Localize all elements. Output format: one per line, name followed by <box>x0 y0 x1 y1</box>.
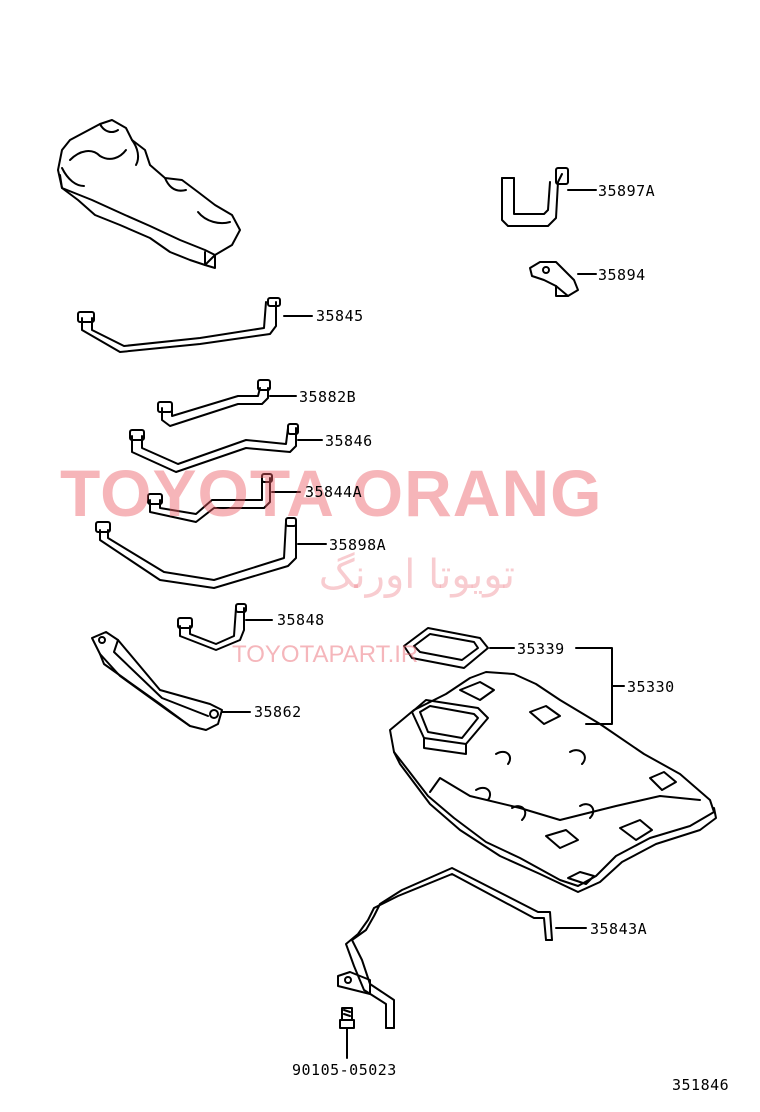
watermark-website: TOYOTAPART.IR <box>232 641 419 668</box>
pipe-35898a-drawing <box>95 517 327 589</box>
clip-35894-drawing <box>529 261 597 297</box>
watermark-brand-latin: TOYOTA ORANG <box>60 456 603 530</box>
part-label-35862[interactable]: 35862 <box>254 703 302 721</box>
watermark-brand-persian: تویوتا اورنگ <box>318 552 515 598</box>
part-label-35846[interactable]: 35846 <box>325 432 373 450</box>
pipe-35897a-drawing <box>501 167 597 227</box>
pipe-35845-drawing <box>77 297 313 353</box>
part-label-35894[interactable]: 35894 <box>598 266 646 284</box>
pipe-35882b-drawing <box>157 379 297 427</box>
part-label-35339[interactable]: 35339 <box>517 640 565 658</box>
pipe-35844a-drawing <box>147 473 301 523</box>
gasket-35339-drawing <box>403 627 515 669</box>
bracket-35862-drawing <box>91 631 251 731</box>
part-label-35848[interactable]: 35848 <box>277 611 325 629</box>
diagram-id: 351846 <box>672 1076 730 1094</box>
strainer-35330-drawing <box>389 671 717 893</box>
bolt-90105-drawing <box>339 1007 355 1059</box>
part-label-35897a[interactable]: 35897A <box>598 182 656 200</box>
part-label-35882b[interactable]: 35882B <box>299 388 357 406</box>
part-label-35845[interactable]: 35845 <box>316 307 364 325</box>
pipe-35846-drawing <box>129 423 323 473</box>
part-label-35843a[interactable]: 35843A <box>590 920 648 938</box>
part-label-35330[interactable]: 35330 <box>627 678 675 696</box>
pipe-35843a-drawing <box>337 867 587 1029</box>
valve-body-drawing <box>57 119 241 269</box>
pipe-35848-drawing <box>177 603 273 651</box>
part-label-90105-05023[interactable]: 90105-05023 <box>292 1061 397 1079</box>
part-label-35898a[interactable]: 35898A <box>329 536 387 554</box>
part-label-35844a[interactable]: 35844A <box>305 483 363 501</box>
